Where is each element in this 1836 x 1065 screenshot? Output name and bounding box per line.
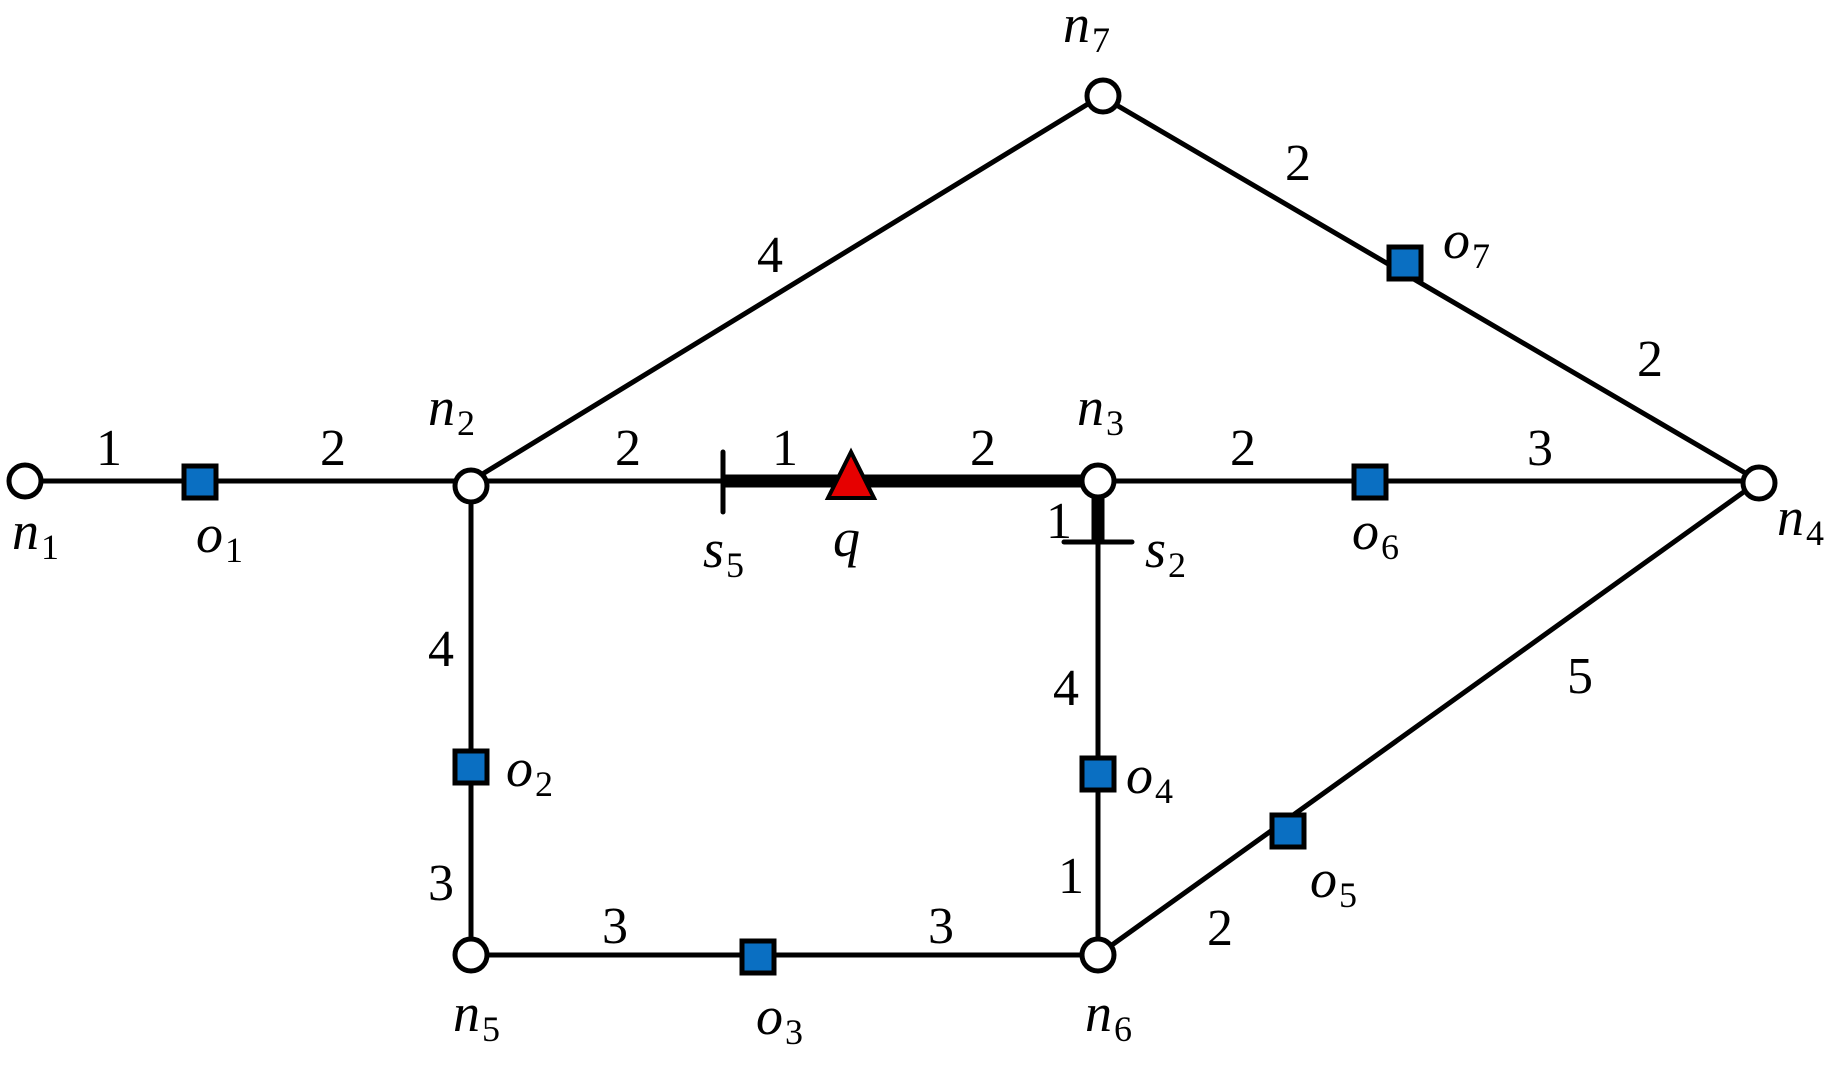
weight-s2-o4: 4	[1053, 660, 1079, 717]
label-o6: o6	[1352, 501, 1399, 567]
label-o5: o5	[1310, 849, 1357, 915]
weight-o3-n6: 3	[928, 898, 954, 955]
nodes	[6, 77, 1778, 974]
weight-o6-n4: 3	[1527, 420, 1553, 477]
weight-q-n3: 2	[970, 420, 996, 477]
node-n7	[1084, 77, 1122, 115]
label-s2: s2	[1145, 519, 1186, 585]
weight-n6-o5: 2	[1207, 900, 1233, 957]
weight-n5-o3: 3	[602, 898, 628, 955]
label-s5: s5	[703, 519, 744, 585]
label-o4: o4	[1126, 745, 1173, 811]
weight-n2-o2: 4	[428, 621, 454, 678]
object-o4	[1079, 755, 1117, 793]
weight-n3-s2: 1	[1046, 493, 1072, 550]
node-n5	[452, 936, 490, 974]
label-n6: n6	[1085, 983, 1132, 1049]
label-o7: o7	[1443, 210, 1490, 276]
objects	[181, 244, 1424, 976]
edges	[22, 93, 1762, 958]
marker-ticks	[720, 449, 1135, 545]
weight-s5-q: 1	[772, 420, 798, 477]
query-point-triangle	[824, 447, 878, 500]
weight-o2-n5: 3	[428, 855, 454, 912]
edge-weights: 1 2 2 1 2 1 2 3 4 2 2 4 3 3 3 4 1 2 5	[96, 135, 1663, 957]
label-o1: o1	[196, 504, 243, 570]
weight-n2-n7: 4	[757, 227, 783, 284]
object-o6	[1351, 463, 1389, 501]
node-n4	[1740, 464, 1778, 502]
object-o7	[1386, 244, 1424, 282]
label-n7: n7	[1063, 0, 1110, 60]
node-n2	[452, 467, 490, 505]
edge-n2-n7	[468, 93, 1104, 484]
node-n1	[6, 462, 44, 500]
marker-labels: s5 s2 q	[703, 508, 1186, 585]
weight-n2-s5: 2	[615, 420, 641, 477]
weight-n3-o6: 2	[1230, 420, 1256, 477]
label-o3: o3	[756, 986, 803, 1052]
label-n2: n2	[428, 377, 475, 443]
node-labels: n1 n2 n3 n4 n5 n6 n7	[12, 0, 1824, 1049]
edge-n6-n4	[1095, 478, 1762, 958]
label-n5: n5	[453, 983, 500, 1049]
weight-n7-o7: 2	[1285, 135, 1311, 192]
object-o5	[1269, 812, 1307, 850]
object-o2	[452, 748, 490, 786]
label-o2: o2	[506, 738, 553, 804]
label-q: q	[833, 508, 860, 568]
object-o3	[739, 938, 777, 976]
node-n6	[1079, 936, 1117, 974]
label-n3: n3	[1077, 377, 1124, 443]
weight-o7-n4: 2	[1637, 331, 1663, 388]
node-n3	[1079, 462, 1117, 500]
edge-n7-n4	[1098, 93, 1762, 484]
label-n4: n4	[1777, 487, 1824, 553]
label-n1: n1	[12, 501, 59, 567]
weight-o1-n2: 2	[320, 420, 346, 477]
weight-n1-o1: 1	[96, 420, 122, 477]
weight-o5-n4: 5	[1567, 648, 1593, 705]
object-labels: o1 o2 o3 o4 o5 o6 o7	[196, 210, 1490, 1052]
weight-o4-n6: 1	[1058, 848, 1084, 905]
object-o1	[181, 463, 219, 501]
